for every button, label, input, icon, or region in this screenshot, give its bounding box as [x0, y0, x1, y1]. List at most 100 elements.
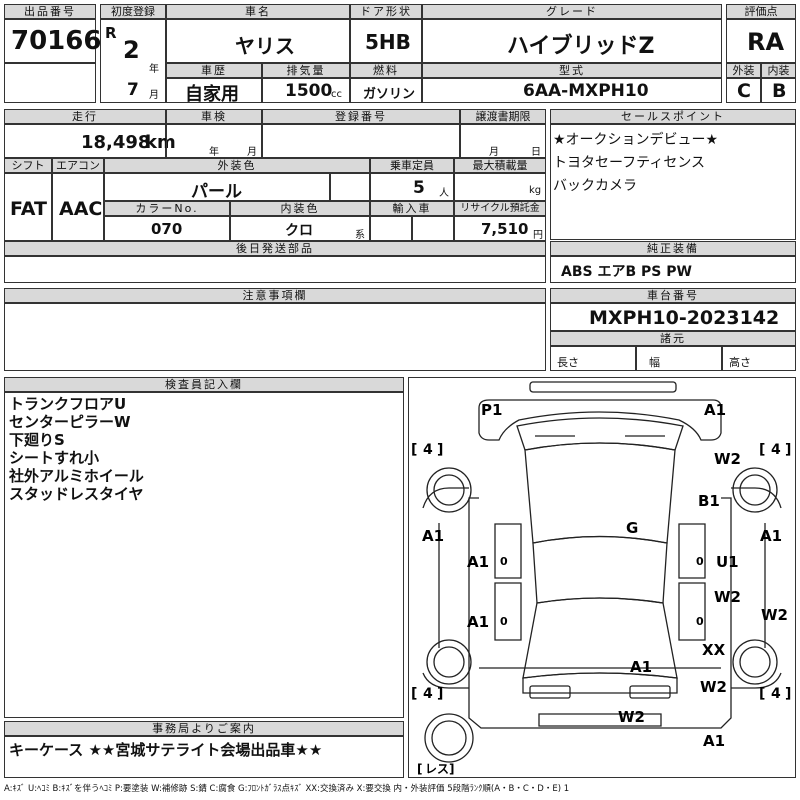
aircon-label: エアコン	[52, 158, 104, 173]
model-code: 6AA-MXPH10	[523, 81, 649, 101]
svg-text:]: ]	[437, 442, 443, 458]
right-rear-door	[678, 582, 706, 641]
svg-text:]: ]	[449, 762, 454, 776]
lot-cell: 70166	[4, 19, 101, 63]
later-parts-label: 後日発送部品	[4, 241, 546, 256]
code-a1-rear: A1	[630, 658, 652, 676]
tire-mark-rl-value: 4	[423, 686, 433, 702]
ext-color-label: 外装色	[104, 158, 370, 173]
model-code-label: 型式	[422, 63, 722, 78]
body-outline	[468, 497, 732, 729]
caution-cell	[4, 303, 546, 371]
left-rear-door	[494, 582, 522, 641]
inspection-label: 車検	[166, 109, 262, 124]
code-w2-rr: W2	[700, 678, 727, 696]
interior-label: 内装	[761, 63, 796, 78]
chassis-cell: MXPH10-2023142	[550, 303, 796, 331]
office-box: キーケース ★★宮城サテライト会場出品車★★	[4, 736, 404, 778]
year-unit: 年	[149, 64, 159, 75]
sales-point-3: バックカメラ	[553, 178, 637, 194]
damage-diagram: [4] [4] [4] [4] [レス] P1 A1 W2 B1 G A1 A1…	[408, 377, 796, 778]
height-label: 高さ	[729, 356, 751, 369]
code-a1-lfd: A1	[467, 553, 489, 571]
exterior-cell: C	[726, 78, 761, 103]
rear-glass	[522, 597, 678, 679]
max-load-label: 最大積載量	[454, 158, 546, 173]
lot-label: 出品番号	[4, 4, 96, 19]
color-no-cell: 070	[104, 216, 230, 241]
door-num-rr: 0	[696, 615, 704, 628]
displacement-label: 排気量	[262, 63, 350, 78]
code-a1-front: A1	[704, 401, 726, 419]
inspector-note-3: 下廻りS	[9, 431, 65, 449]
roof-front	[524, 442, 676, 544]
code-w2-right: W2	[761, 606, 788, 624]
code-w2-fr: W2	[714, 450, 741, 468]
transfer-month-unit: 月	[489, 147, 499, 158]
tire-mark-rl: [	[411, 686, 417, 702]
int-color-label: 内装色	[230, 201, 370, 216]
width-cell: 幅	[636, 346, 722, 371]
grade: ハイブリッドZ	[507, 34, 655, 59]
chassis-label: 車台番号	[550, 288, 796, 303]
equipment-label: 純正装備	[550, 241, 796, 256]
capacity-label: 乗車定員	[370, 158, 454, 173]
first-reg-cell: R 2 年 7 月	[100, 19, 166, 103]
sales-point-1: ★オークションデビュー★	[553, 132, 719, 148]
reg-no-label: 登録番号	[262, 109, 460, 124]
aircon-cell: AAC	[52, 173, 104, 241]
score: RA	[747, 28, 785, 56]
transfer-cell: 月 日	[460, 124, 546, 158]
right-front-door	[678, 523, 706, 579]
recycle-cell: 7,510 円	[454, 216, 546, 241]
code-b1: B1	[698, 492, 720, 510]
int-color-unit: 系	[355, 230, 365, 241]
equipment-cell: ABS エアB PS PW	[550, 256, 796, 283]
door-type: 5HB	[365, 30, 411, 54]
tire-mark-rr-value: 4	[771, 686, 781, 702]
transfer-day-unit: 日	[531, 147, 541, 158]
front-grille	[516, 417, 684, 451]
tire-mark-fl: [	[411, 442, 417, 458]
code-w2-rrd: W2	[714, 588, 741, 606]
inspector-note-4: シートすれ小	[9, 449, 100, 467]
fuel-cell: ガソリン	[350, 78, 422, 103]
office-label: 事務局よりご案内	[4, 721, 404, 736]
ext-color-cell: パール	[104, 173, 330, 202]
legend: A:ｷｽﾞ U:ﾍｺﾐ B:ｷｽﾞを伴うﾍｺﾐ P:要塗装 W:補修跡 S:錆 …	[4, 784, 570, 794]
int-color-cell: クロ 系	[230, 216, 370, 241]
code-p1: P1	[481, 401, 502, 419]
spare-mark: [	[417, 762, 422, 776]
exterior-grade: C	[737, 80, 751, 102]
displacement: 1500	[285, 81, 333, 101]
tire-mark-fr-value: 4	[771, 442, 781, 458]
later-parts-cell	[4, 256, 546, 283]
code-a1-lrd: A1	[467, 613, 489, 631]
import-cell-a	[370, 216, 412, 241]
svg-text:]: ]	[437, 686, 443, 702]
door-num-lf: 0	[500, 555, 508, 568]
inspection-month-unit: 月	[247, 147, 257, 158]
office-note: キーケース ★★宮城サテライト会場出品車★★	[9, 741, 323, 759]
code-a1-bottom: A1	[703, 732, 725, 750]
car-name: ヤリス	[235, 34, 295, 58]
exterior-label: 外装	[726, 63, 761, 78]
grade-label: グレード	[422, 4, 722, 19]
fuel-label: 燃料	[350, 63, 422, 78]
inspector-note-1: トランクフロアU	[9, 395, 127, 413]
inspector-note-2: センターピラーW	[9, 413, 131, 431]
cc-unit: cc	[331, 89, 342, 100]
code-u1: U1	[716, 553, 739, 571]
displacement-cell: 1500 cc	[262, 78, 350, 103]
chassis-number: MXPH10-2023142	[589, 307, 780, 329]
roof-mid	[532, 535, 668, 604]
equipment: ABS エアB PS PW	[561, 264, 692, 280]
code-xx: XX	[702, 641, 726, 659]
car-name-label: 車名	[166, 4, 350, 19]
recycle-label: リサイクル預託金	[454, 201, 546, 216]
interior-grade: B	[772, 80, 787, 102]
code-a1-left: A1	[422, 527, 444, 545]
left-rear-fender	[422, 672, 469, 689]
ext-color: パール	[191, 182, 242, 202]
left-front-door	[494, 523, 522, 579]
